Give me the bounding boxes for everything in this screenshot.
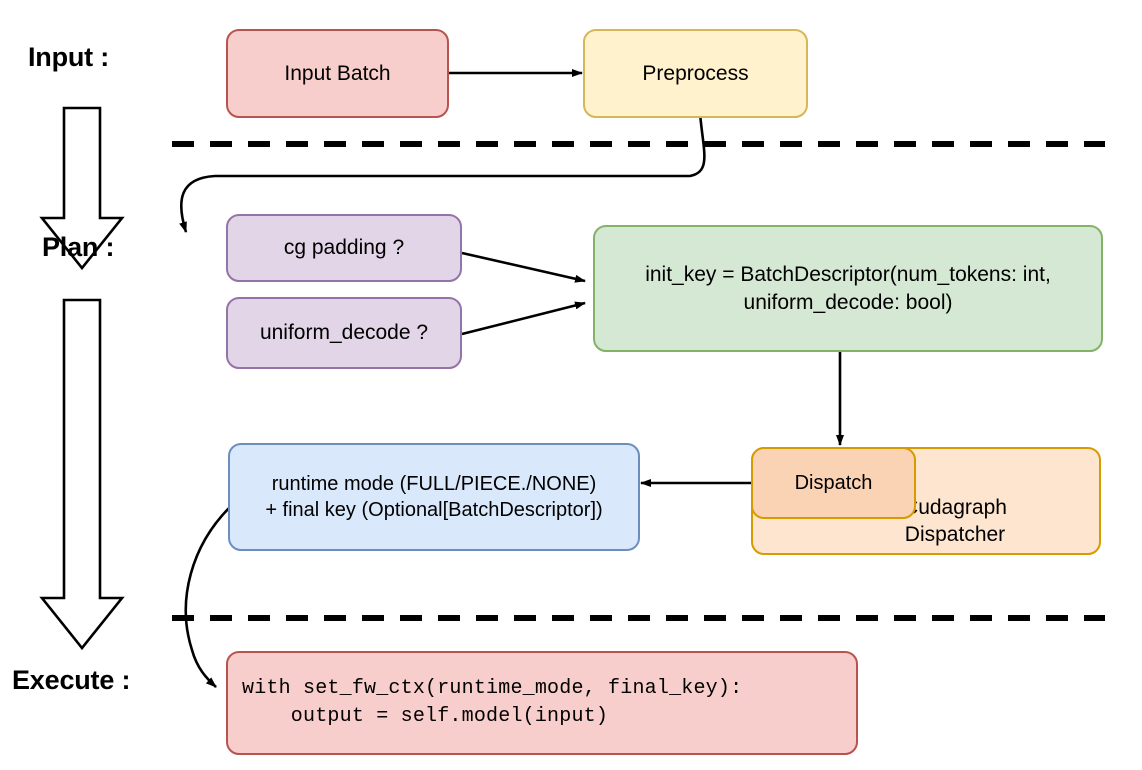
stage-label-input: Input : [28, 42, 110, 72]
block-arrow-plan-to-execute [39, 298, 125, 651]
node-init-key-line-1: init_key = BatchDescriptor(num_tokens: i… [645, 262, 1051, 286]
node-cudagraph-dispatcher-line-2: Dispatcher [904, 523, 1006, 547]
node-runtime-mode-line-1: runtime mode (FULL/PIECE./NONE) [271, 472, 597, 495]
node-dispatch[interactable]: Dispatch [751, 447, 916, 519]
node-execute-code[interactable]: with set_fw_ctx(runtime_mode, final_key)… [226, 651, 858, 755]
node-runtime-mode[interactable]: runtime mode (FULL/PIECE./NONE) + final … [228, 443, 640, 551]
node-execute-code-line-2: output = self.model(input) [242, 705, 609, 728]
stage-label-plan: Plan : [42, 232, 115, 262]
node-init-key-line-2: uniform_decode: bool) [743, 290, 953, 314]
edge-uniform-decode-to-init-key [461, 301, 586, 336]
edge-runtime-mode-to-execute-code [184, 506, 231, 688]
node-cg-padding[interactable]: cg padding ? [226, 214, 462, 282]
edge-cg-padding-to-init-key [461, 251, 586, 283]
node-cg-padding-label: cg padding ? [283, 236, 405, 260]
node-execute-code-line-1: with set_fw_ctx(runtime_mode, final_key)… [242, 676, 743, 700]
node-init-key[interactable]: init_key = BatchDescriptor(num_tokens: i… [593, 225, 1103, 352]
node-uniform-decode[interactable]: uniform_decode ? [226, 297, 462, 369]
node-uniform-decode-label: uniform_decode ? [259, 321, 429, 345]
node-dispatch-label: Dispatch [794, 471, 873, 494]
node-cudagraph-dispatcher-line-1: Cudagraph [903, 495, 1007, 519]
stage-label-execute: Execute : [12, 665, 131, 695]
node-runtime-mode-line-2: + final key (Optional[BatchDescriptor]) [265, 499, 603, 521]
node-input-batch[interactable]: Input Batch [226, 29, 449, 118]
node-input-batch-label: Input Batch [284, 61, 391, 85]
node-preprocess[interactable]: Preprocess [583, 29, 808, 118]
node-preprocess-label: Preprocess [642, 61, 749, 85]
